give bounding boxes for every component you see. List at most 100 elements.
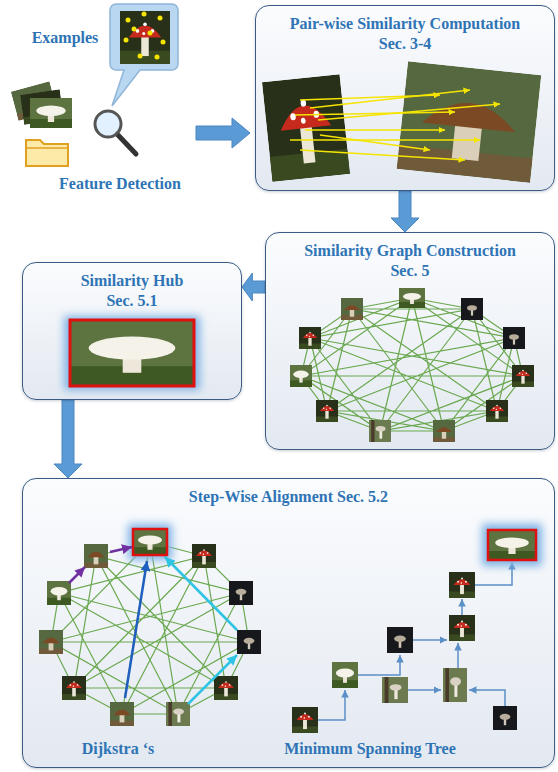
photo-thumbnail <box>399 288 425 308</box>
photo-thumbnail <box>20 89 64 124</box>
tree-arrow <box>408 689 441 691</box>
label-holder: Examples <box>10 28 120 48</box>
photo-thumbnail <box>84 544 108 568</box>
folder-lip <box>26 147 68 149</box>
photo-thumbnail <box>62 676 86 700</box>
photo-thumbnail <box>449 615 475 641</box>
hub-border <box>70 320 194 386</box>
pairwise-illustration <box>262 61 541 182</box>
flow-arrow <box>242 273 265 301</box>
feature-point <box>161 40 166 45</box>
box-heading: Step-Wise Alignment Sec. 5.2 <box>33 487 544 507</box>
hub-glow <box>482 524 542 566</box>
photo-thumbnail <box>166 702 190 726</box>
match-line <box>290 139 480 140</box>
photo-thumbnail <box>11 81 57 120</box>
path-arrow <box>125 561 147 698</box>
photo-thumbnail <box>341 298 363 320</box>
photo-thumbnail <box>512 365 534 387</box>
photo-thumbnail <box>192 544 216 568</box>
step-label: Examples <box>10 28 120 48</box>
photo-thumbnail <box>110 702 134 726</box>
graph-edges <box>301 298 523 431</box>
photo-thumbnail <box>229 581 253 605</box>
path-arrow <box>165 557 237 630</box>
spanning-tree <box>292 524 542 733</box>
match-line <box>318 104 500 120</box>
photo <box>397 61 542 182</box>
magnifier-handle <box>117 134 136 154</box>
photo <box>70 320 194 386</box>
path-arrow <box>110 547 132 552</box>
hub-image <box>64 316 200 390</box>
feature-point <box>138 54 143 59</box>
step-label: Feature Detection <box>40 174 200 194</box>
section-number: Sec. 5.1 <box>33 291 231 311</box>
feature-point <box>142 12 147 17</box>
photo-thumbnail <box>299 327 321 349</box>
photo-thumbnail <box>316 400 338 422</box>
photo-thumbnail <box>120 11 170 64</box>
panel-caption: Dijkstra ‘s <box>63 739 173 759</box>
box-heading: Similarity Graph Construction <box>276 241 544 261</box>
hub-border <box>488 530 536 560</box>
speech-bubble <box>110 4 178 106</box>
flow-arrow <box>196 118 250 148</box>
match-line <box>300 95 440 100</box>
photo-thumbnail <box>382 677 408 703</box>
label-holder: Feature Detection <box>40 174 200 194</box>
photo-thumbnail <box>39 630 63 654</box>
photo-thumbnail <box>237 630 261 654</box>
match-line <box>305 129 445 130</box>
tree-arrow <box>413 639 447 641</box>
match-line <box>310 90 470 108</box>
process-box: Similarity Graph ConstructionSec. 5 <box>265 232 555 450</box>
photo-thumbnail <box>133 529 167 555</box>
box-heading: Pair-wise Similarity Computation <box>266 14 544 34</box>
panel-caption: Minimum Spanning Tree <box>270 739 470 759</box>
similarity-graph <box>290 288 534 442</box>
match-line <box>300 150 465 160</box>
section-number: Sec. 5 <box>276 261 544 281</box>
photo-thumbnail <box>214 676 238 700</box>
hub-glow <box>64 316 200 390</box>
photo-thumbnail <box>387 627 413 653</box>
match-line <box>295 112 455 115</box>
photo-thumbnail <box>443 668 467 702</box>
photo-thumbnail <box>486 400 508 422</box>
feature-point <box>155 55 160 60</box>
box-heading: Similarity Hub <box>33 271 231 291</box>
feature-point <box>132 27 137 32</box>
flow-arrow <box>54 400 82 478</box>
tree-arrow <box>358 655 400 675</box>
match-line <box>320 135 430 150</box>
photo-thumbnail <box>488 530 536 560</box>
photo-thumbnail <box>503 327 525 349</box>
process-box: Step-Wise Alignment Sec. 5.2Dijkstra ‘s M… <box>22 478 555 768</box>
folder-icon <box>26 140 68 166</box>
photo-thumbnail <box>461 298 483 320</box>
caption-row: Dijkstra ‘s Minimum Spanning Tree <box>33 739 544 759</box>
tree-arrow <box>461 599 463 615</box>
photo-thumbnail <box>433 420 455 442</box>
path-arrow <box>69 567 85 583</box>
flow-arrow <box>391 191 419 232</box>
feature-point <box>126 18 131 23</box>
tree-arrow <box>318 690 345 720</box>
feature-point <box>124 38 129 43</box>
tree-arrow <box>475 562 512 585</box>
examples-icon <box>11 4 250 166</box>
photo-thumbnail <box>292 707 318 733</box>
magnifier-lens <box>95 111 121 137</box>
feature-point <box>158 16 163 21</box>
photo-thumbnail <box>369 420 391 442</box>
process-box: Pair-wise Similarity ComputationSec. 3-4 <box>255 5 555 191</box>
photo-thumbnail <box>30 98 72 128</box>
tree-arrow <box>457 643 459 668</box>
hub-glow <box>128 524 172 560</box>
photo-thumbnail <box>290 365 312 387</box>
path-arrow <box>188 655 237 704</box>
